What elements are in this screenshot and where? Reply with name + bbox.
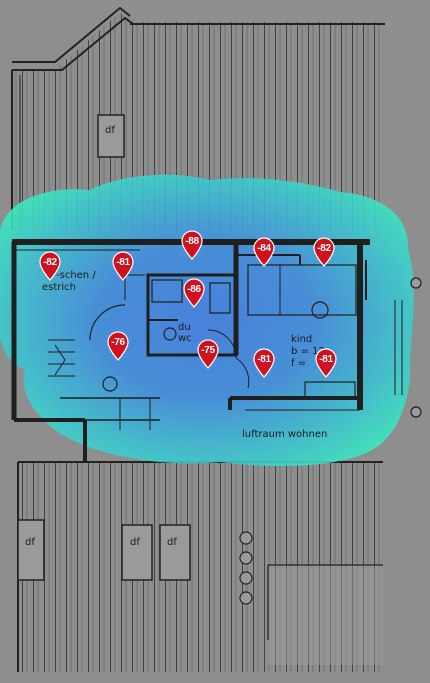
label-df-bottom-1: df (25, 537, 35, 548)
signal-value: -82 (43, 257, 57, 268)
signal-pin[interactable]: -81 (315, 348, 337, 378)
bottom-roof (17, 461, 383, 672)
signal-value: -81 (116, 257, 130, 268)
label-toilet: wc (178, 333, 192, 344)
label-shower: du (178, 322, 191, 333)
signal-value: -88 (185, 236, 199, 247)
signal-pin[interactable]: -86 (183, 278, 205, 308)
signal-value: -81 (319, 354, 333, 365)
label-open-space: luftraum wohnen (242, 429, 328, 440)
map-marker-icon (39, 251, 61, 281)
label-room-f: f = (291, 358, 307, 369)
map-marker-icon (183, 278, 205, 308)
map-marker-icon (315, 348, 337, 378)
signal-pin[interactable]: -82 (313, 237, 335, 267)
signal-pin[interactable]: -75 (197, 339, 219, 369)
signal-pin[interactable]: -76 (107, 331, 129, 361)
signal-value: -84 (257, 243, 271, 254)
signal-value: -82 (317, 243, 331, 254)
signal-pin[interactable]: -88 (181, 230, 203, 260)
map-marker-icon (253, 237, 275, 267)
signal-value: -76 (111, 337, 125, 348)
signal-pin[interactable]: -81 (253, 348, 275, 378)
top-roof (11, 6, 385, 230)
map-marker-icon (181, 230, 203, 260)
map-marker-icon (253, 348, 275, 378)
signal-value: -86 (187, 284, 201, 295)
signal-pin[interactable]: -82 (39, 251, 61, 281)
map-marker-icon (313, 237, 335, 267)
label-storage-room-1: -schen / (56, 270, 96, 281)
label-df-top: df (105, 125, 115, 136)
label-room-b: b = 12 (291, 346, 325, 357)
map-marker-icon (112, 251, 134, 281)
signal-heatmap (0, 174, 414, 467)
label-kids-room: kind (291, 334, 313, 345)
label-storage-room-2: estrich (42, 282, 77, 293)
map-marker-icon (197, 339, 219, 369)
signal-value: -75 (201, 345, 215, 356)
map-marker-icon (107, 331, 129, 361)
label-df-bottom-3: df (167, 537, 177, 548)
signal-pin[interactable]: -84 (253, 237, 275, 267)
signal-value: -81 (257, 354, 271, 365)
label-df-bottom-2: df (130, 537, 140, 548)
signal-pin[interactable]: -81 (112, 251, 134, 281)
